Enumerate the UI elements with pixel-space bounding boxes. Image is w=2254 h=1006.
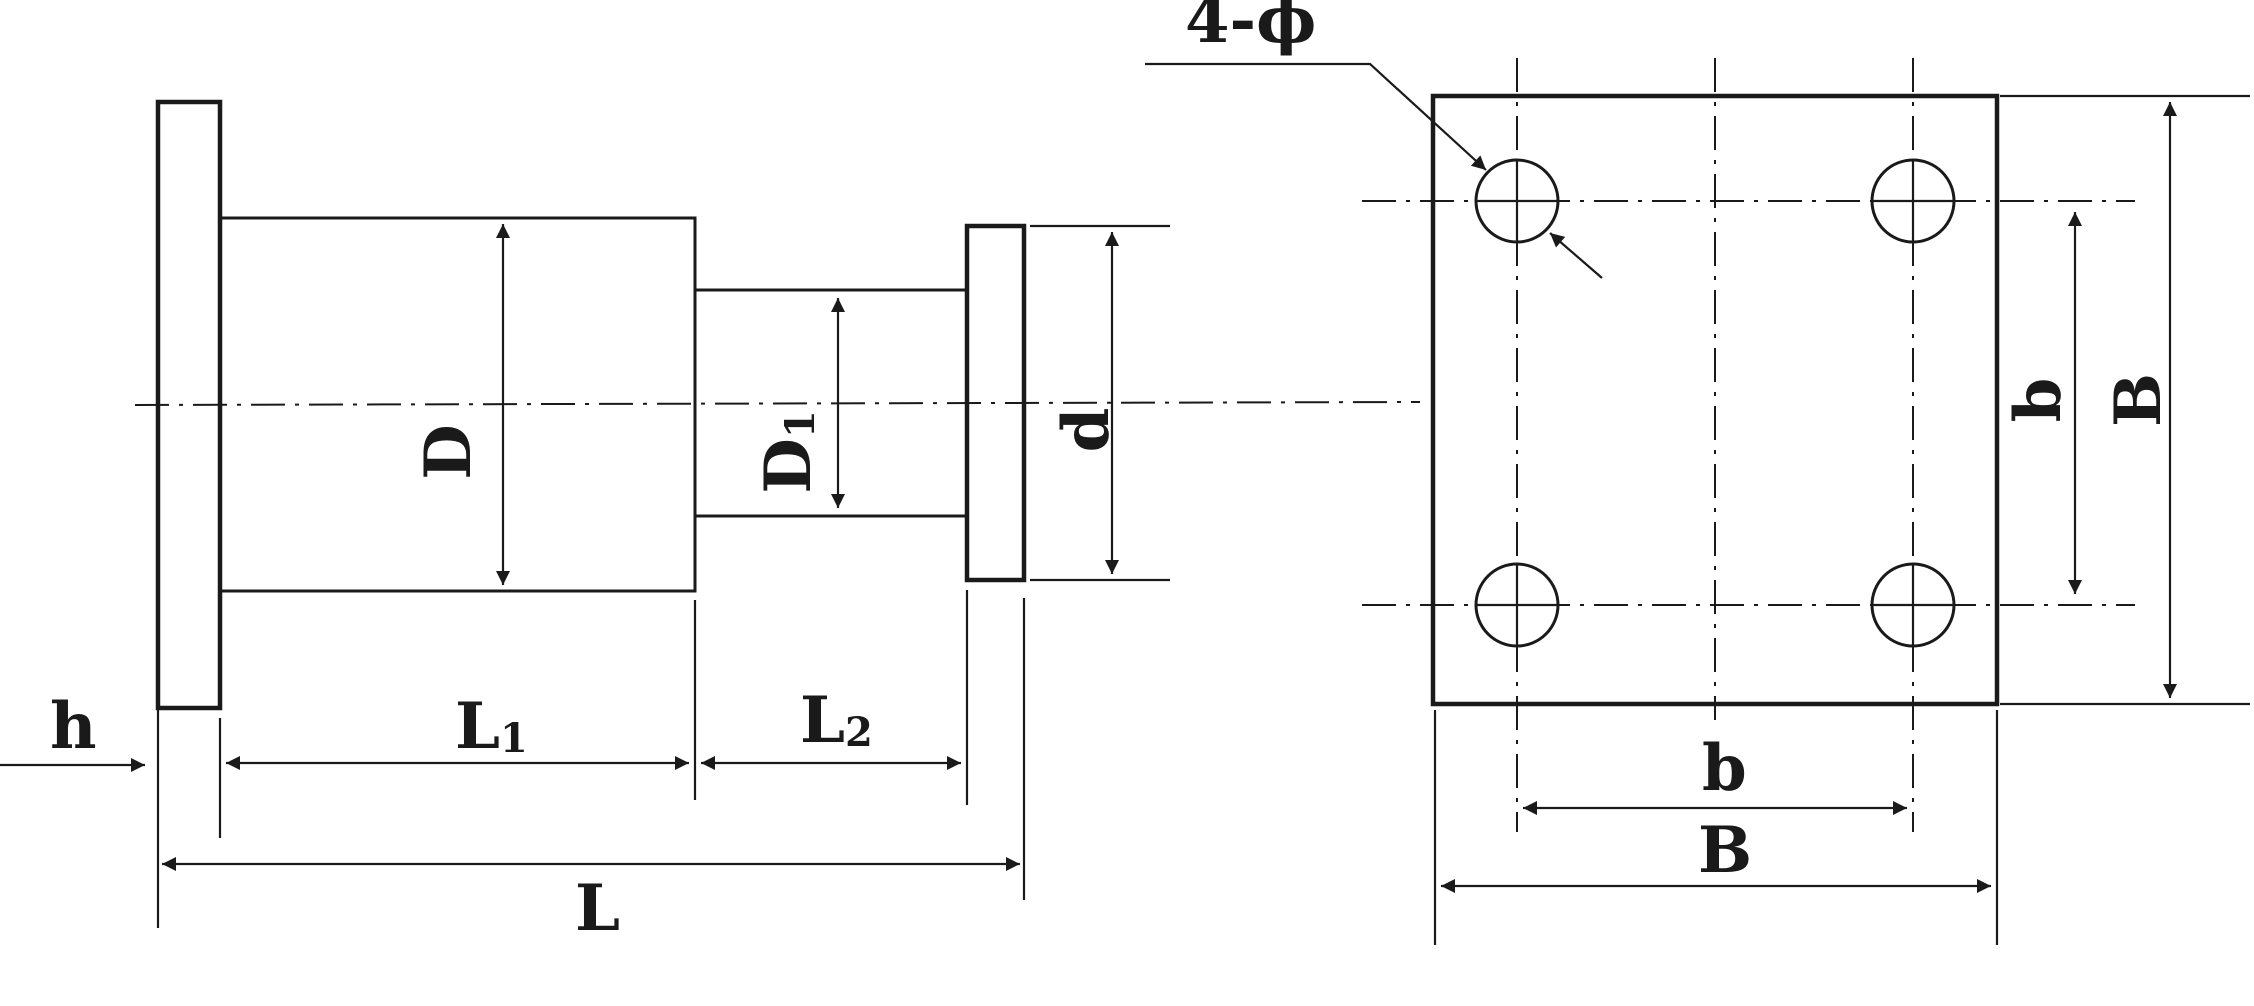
side-center-line [134,401,1421,406]
label-L1: L1 [455,689,528,764]
hole-crosshairs [1476,160,1954,646]
label-B-right: B [2101,373,2176,427]
hole-diameter-arrow [1549,232,1603,279]
label-b-right: b [2001,378,2076,423]
hole-leader-line [1145,62,1487,171]
label-d: d [1049,408,1124,453]
label-h: h [50,689,97,764]
label-L: L [575,871,620,946]
label-D: D [411,424,486,480]
side-view: h L1 L2 L D D1 d [0,99,1421,946]
label-holes: 4-ϕ [1185,0,1316,58]
label-B-bottom: B [1698,813,1752,888]
label-D1: D1 [751,410,826,493]
label-L2: L2 [800,683,873,758]
plan-view: 4-ϕ b B b B [1145,0,2250,945]
label-b-bottom: b [1702,731,1747,806]
